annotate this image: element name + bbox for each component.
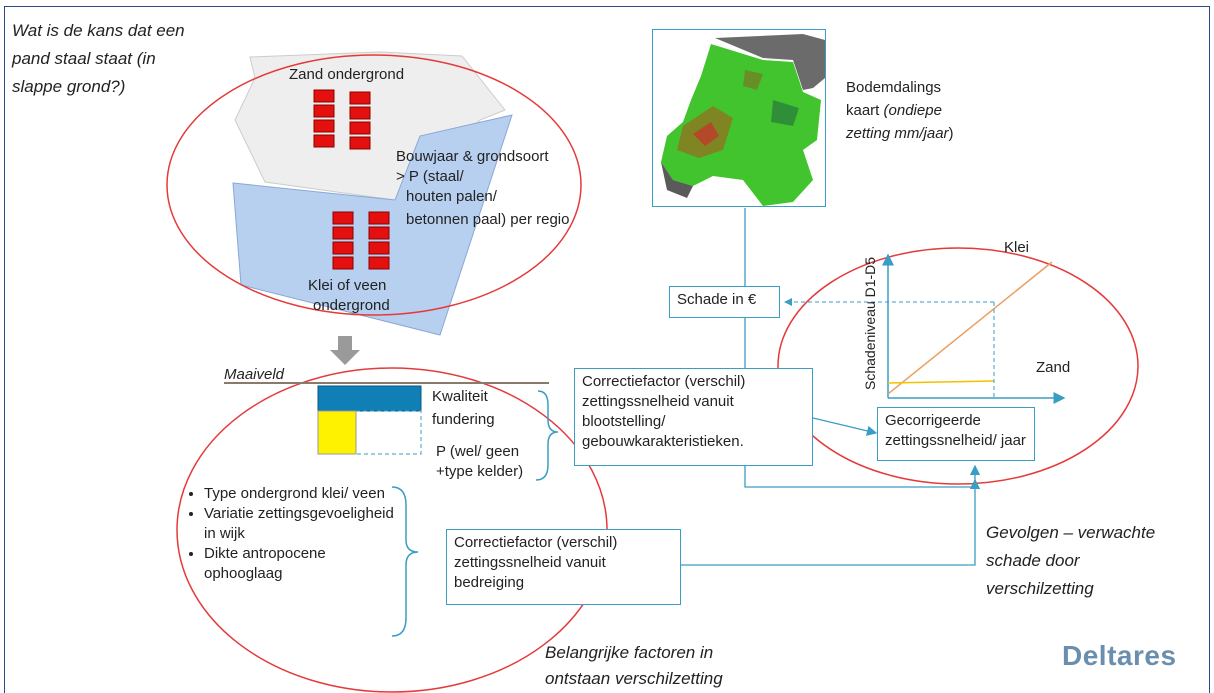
slide-frame bbox=[4, 6, 1210, 693]
chart-line-klei bbox=[887, 261, 1053, 395]
soil-ellipse bbox=[166, 54, 582, 316]
blootstelling-line-4: gebouwkarakteristieken. bbox=[582, 433, 744, 450]
damage-chart bbox=[784, 253, 1066, 404]
connector-bedreiging-to-result bbox=[681, 478, 981, 566]
schade-box: Schade in € bbox=[669, 286, 780, 318]
house-icon bbox=[368, 256, 390, 270]
basement-dashed-outline bbox=[356, 410, 422, 455]
house-icon bbox=[332, 241, 354, 255]
factor-item: Dikte antropocene ophooglaag bbox=[204, 544, 394, 584]
question-line-1: Wat is de kans dat een bbox=[12, 21, 185, 40]
blootstelling-line-3: blootstelling/ bbox=[582, 413, 666, 430]
factor-item: Type ondergrond klei/ veen bbox=[204, 484, 394, 504]
question-line-3: slappe grond?) bbox=[12, 77, 126, 96]
house-icon bbox=[313, 119, 335, 133]
blootstelling-line-2: zettingssnelheid vanuit bbox=[582, 393, 734, 410]
house-icon bbox=[313, 89, 335, 103]
clay-label-2: ondergrond bbox=[313, 297, 390, 314]
sand-label: Zand ondergrond bbox=[289, 66, 405, 83]
factors-list: Type ondergrond klei/ veen Variatie zett… bbox=[186, 484, 394, 584]
house-icon bbox=[368, 241, 390, 255]
foundation-block bbox=[317, 385, 422, 412]
houses-clay-group bbox=[332, 211, 390, 270]
clay-label-1: Klei of veen bbox=[308, 277, 387, 294]
chart-ellipse bbox=[777, 247, 1139, 485]
house-icon bbox=[349, 106, 371, 120]
house-icon bbox=[332, 211, 354, 225]
maaiveld-label: Maaiveld bbox=[224, 366, 285, 383]
gecorrigeerd-line-1: Gecorrigeerde bbox=[885, 412, 981, 429]
kelder-line-1: P (wel/ geen bbox=[436, 443, 520, 460]
connector-blootstelling-to-result bbox=[744, 464, 981, 488]
probability-line-2: > P (staal/ bbox=[396, 168, 464, 185]
netherlands-map-graphic bbox=[661, 34, 825, 206]
map-border-grey bbox=[661, 162, 693, 198]
factor-item: Variatie zettingsgevoeligheid in wijk bbox=[204, 504, 394, 544]
bedreiging-box: Correctiefactor (verschil) zettingssnelh… bbox=[446, 529, 681, 605]
factors-caption-2: ontstaan verschilzetting bbox=[545, 669, 723, 688]
basement-block bbox=[317, 410, 357, 455]
map-hotspot bbox=[771, 100, 799, 126]
consequences-line-1: Gevolgen – verwachte bbox=[986, 523, 1156, 542]
house-icon bbox=[332, 256, 354, 270]
house-icon bbox=[313, 104, 335, 118]
chart-label-klei: Klei bbox=[1004, 239, 1030, 256]
map-hotspot bbox=[693, 122, 719, 146]
blootstelling-box: Correctiefactor (verschil) zettingssnelh… bbox=[574, 368, 813, 466]
houses-sand-group bbox=[313, 89, 371, 150]
house-icon bbox=[349, 136, 371, 150]
brace-foundation bbox=[535, 390, 559, 481]
house-icon bbox=[313, 134, 335, 148]
map-land bbox=[661, 44, 821, 206]
kelder-line-2: +type kelder) bbox=[436, 463, 524, 480]
consequences-line-3: verschilzetting bbox=[986, 579, 1094, 598]
down-arrow-icon bbox=[330, 336, 360, 365]
subsidence-map bbox=[652, 29, 826, 207]
house-icon bbox=[349, 91, 371, 105]
house-icon bbox=[368, 211, 390, 225]
brace-factors bbox=[391, 486, 419, 637]
consequences-line-2: schade door bbox=[986, 551, 1080, 570]
probability-line-4: betonnen paal) per regio bbox=[406, 211, 570, 228]
probability-line-1: Bouwjaar & grondsoort bbox=[396, 148, 549, 165]
connector-blootstelling-to-gecorrigeerd bbox=[812, 417, 878, 436]
chart-line-zand bbox=[887, 380, 995, 384]
bedreiging-line-1: Correctiefactor (verschil) bbox=[454, 534, 618, 551]
blootstelling-line-1: Correctiefactor (verschil) bbox=[582, 373, 746, 390]
map-caption-line-2: kaart (ondiepe bbox=[846, 101, 942, 121]
gecorrigeerd-box: Gecorrigeerde zettingssnelheid/ jaar bbox=[877, 407, 1035, 461]
map-caption-2: kaart bbox=[846, 102, 880, 119]
map-caption-line-3: zetting mm/jaar) bbox=[846, 124, 954, 144]
map-caption-5: ) bbox=[948, 125, 954, 142]
factors-caption-1: Belangrijke factoren in bbox=[545, 643, 714, 662]
question-line-2: pand staal staat (in bbox=[12, 49, 156, 68]
kwaliteit-line-2: fundering bbox=[432, 411, 495, 428]
kwaliteit-line-1: Kwaliteit bbox=[432, 388, 488, 405]
map-hotspot bbox=[743, 70, 763, 90]
deltares-logo: Deltares bbox=[1062, 640, 1177, 671]
probability-line-3: houten palen/ bbox=[406, 188, 497, 205]
gecorrigeerd-line-2: zettingssnelheid/ jaar bbox=[885, 432, 1026, 449]
map-caption-4: zetting mm/jaar bbox=[846, 125, 949, 142]
house-icon bbox=[349, 121, 371, 135]
house-icon bbox=[332, 226, 354, 240]
map-coast-grey bbox=[715, 34, 825, 90]
house-icon bbox=[368, 226, 390, 240]
bedreiging-line-3: bedreiging bbox=[454, 574, 525, 591]
map-caption-3: (ondiepe bbox=[883, 102, 942, 119]
chart-label-zand: Zand bbox=[1036, 359, 1071, 376]
bedreiging-line-2: zettingssnelheid vanuit bbox=[454, 554, 606, 571]
map-caption-1: Bodemdalings bbox=[846, 79, 942, 96]
chart-ylabel: Schadeniveau D1-D5 bbox=[862, 256, 878, 390]
schade-label: Schade in € bbox=[677, 291, 757, 308]
